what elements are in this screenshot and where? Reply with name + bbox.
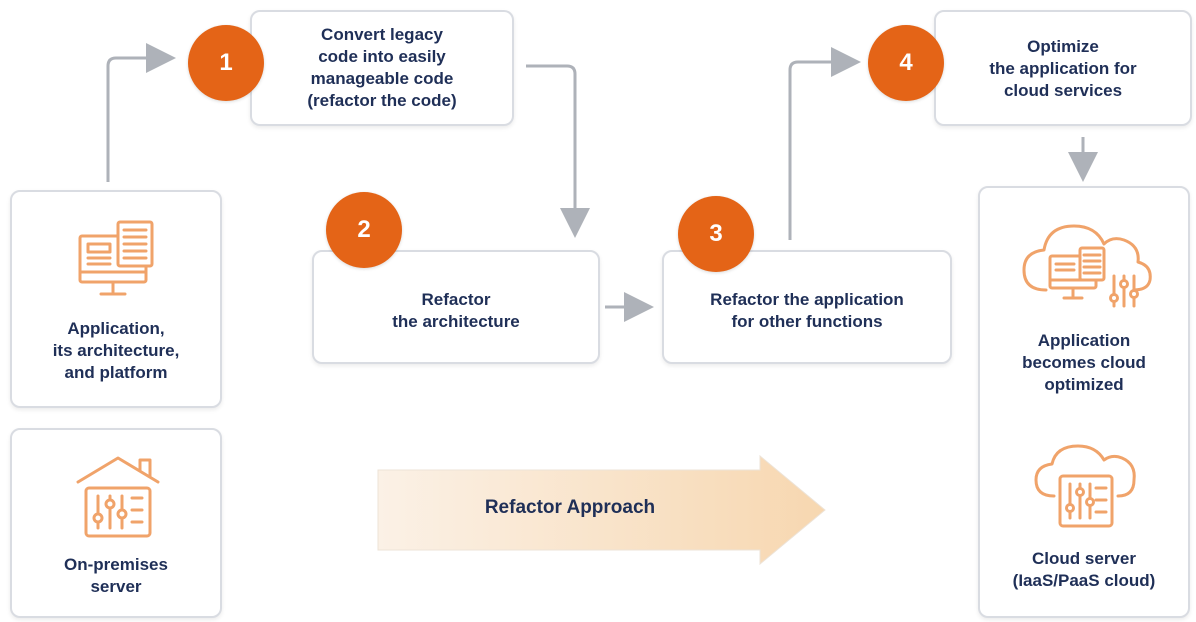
- step1-badge: 1: [188, 25, 264, 101]
- cloud-box: Application becomes cloud optimized Clou…: [978, 186, 1190, 618]
- step3-text: Refactor the application for other funct…: [710, 290, 904, 331]
- cloud-server-label: Cloud server (IaaS/PaaS cloud): [1012, 549, 1156, 590]
- step2-badge: 2: [326, 192, 402, 268]
- step4-box: Optimize the application for cloud servi…: [934, 10, 1192, 126]
- step2-box: Refactor the architecture: [312, 250, 600, 364]
- application-box: Application, its architecture, and platf…: [10, 190, 222, 408]
- arrow-step3-to-step4: [788, 47, 861, 240]
- on-premises-server-label: On-premises server: [64, 555, 168, 596]
- application-monitor-icon: [78, 220, 154, 296]
- cloud-application-icon: [1022, 224, 1152, 308]
- step4-badge: 4: [868, 25, 944, 101]
- arrow-step1-to-step2: [526, 64, 590, 238]
- approach-label: Refactor Approach: [484, 497, 656, 518]
- cloud-server-icon: [1034, 444, 1136, 528]
- step1-text: Convert legacy code into easily manageab…: [307, 25, 457, 110]
- application-label: Application, its architecture, and platf…: [52, 319, 180, 382]
- step4-text: Optimize the application for cloud servi…: [989, 37, 1137, 100]
- cloud-application-label: Application becomes cloud optimized: [1022, 331, 1146, 394]
- arrow-app-to-step1: [106, 43, 176, 182]
- step1-box: Convert legacy code into easily manageab…: [250, 10, 514, 126]
- step3-badge: 3: [678, 196, 754, 272]
- step2-text: Refactor the architecture: [392, 290, 520, 331]
- on-premises-server-box: On-premises server: [10, 428, 222, 618]
- on-premises-server-icon: [76, 456, 160, 538]
